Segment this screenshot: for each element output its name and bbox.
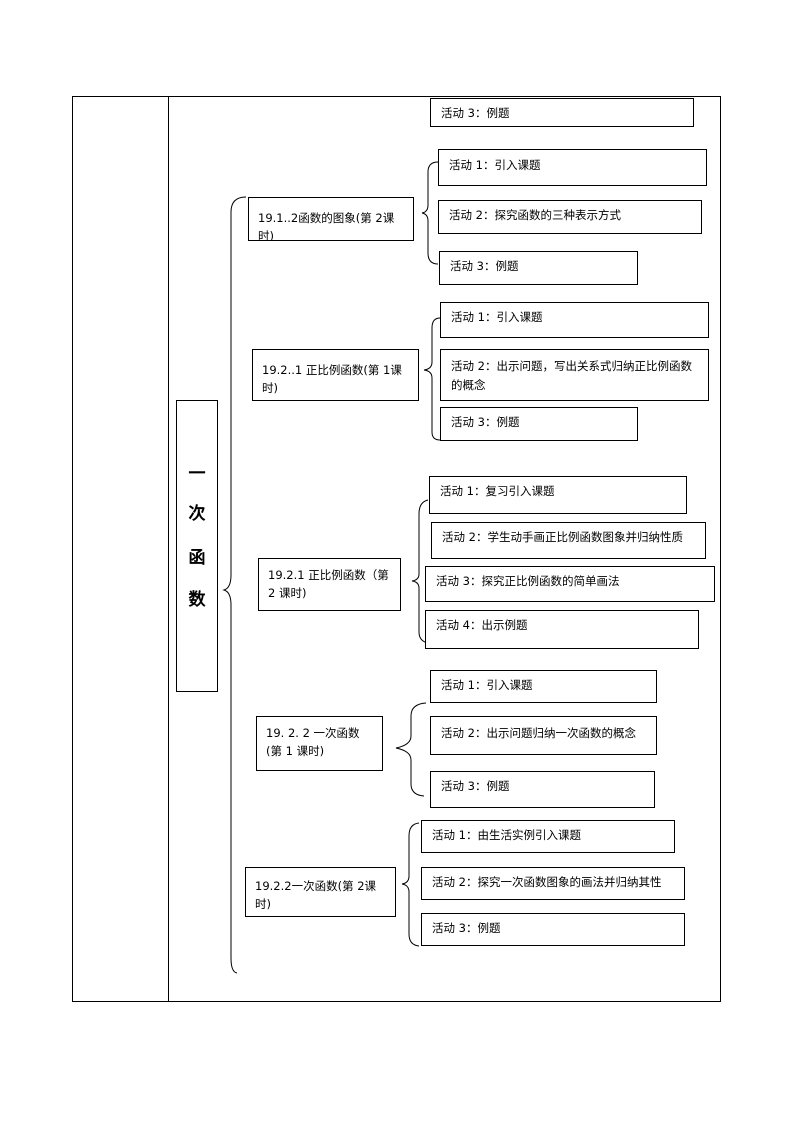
chapter-title-char: 次 xyxy=(188,504,206,524)
lesson-title-box: 19.2.2一次函数(第 2课时) xyxy=(245,867,396,917)
activity-box: 活动 2：学生动手画正比例函数图象并归纳性质 xyxy=(431,522,706,559)
activity-box: 活动 1：引入课题 xyxy=(430,670,657,703)
activity-box: 活动 2：探究函数的三种表示方式 xyxy=(438,200,702,234)
activity-box: 活动 1：引入课题 xyxy=(440,302,709,338)
activity-box: 活动 3：探究正比例函数的简单画法 xyxy=(425,566,715,602)
chapter-title-char: 一 xyxy=(188,464,206,484)
activity-box: 活动 3：例题 xyxy=(421,913,685,946)
activity-box: 活动 3：例题 xyxy=(439,251,638,285)
activity-box: 活动 2：探究一次函数图象的画法并归纳其性 xyxy=(421,867,685,900)
activity-box: 活动 1：引入课题 xyxy=(438,149,707,186)
activity-box: 活动 1：复习引入课题 xyxy=(429,476,687,514)
lesson-title-box: 19. 2. 2 一次函数(第 1 课时) xyxy=(256,716,383,771)
chapter-title-box: 一 次 函 数 xyxy=(176,400,218,692)
table-frame xyxy=(72,96,721,1002)
lesson-title-box: 19.2.1 正比例函数（第 2 课时) xyxy=(258,558,401,611)
activity-box: 活动 1：由生活实例引入课题 xyxy=(421,820,675,853)
activity-box: 活动 3：例题 xyxy=(430,771,655,808)
activity-box: 活动 2：出示问题，写出关系式归纳正比例函数的概念 xyxy=(440,349,709,401)
activity-box: 活动 3：例题 xyxy=(440,407,638,441)
chapter-title-char: 数 xyxy=(188,590,206,610)
lesson-title-box: 19.1..2函数的图象(第 2课时) xyxy=(248,197,414,241)
activity-box: 活动 3：例题 xyxy=(430,98,694,127)
activity-box: 活动 4：出示例题 xyxy=(425,610,699,649)
lesson-title-box: 19.2..1 正比例函数(第 1课时) xyxy=(252,349,419,401)
chapter-title-char: 函 xyxy=(188,548,206,568)
activity-box: 活动 2：出示问题归纳一次函数的概念 xyxy=(430,716,657,755)
column-divider xyxy=(168,96,169,1002)
